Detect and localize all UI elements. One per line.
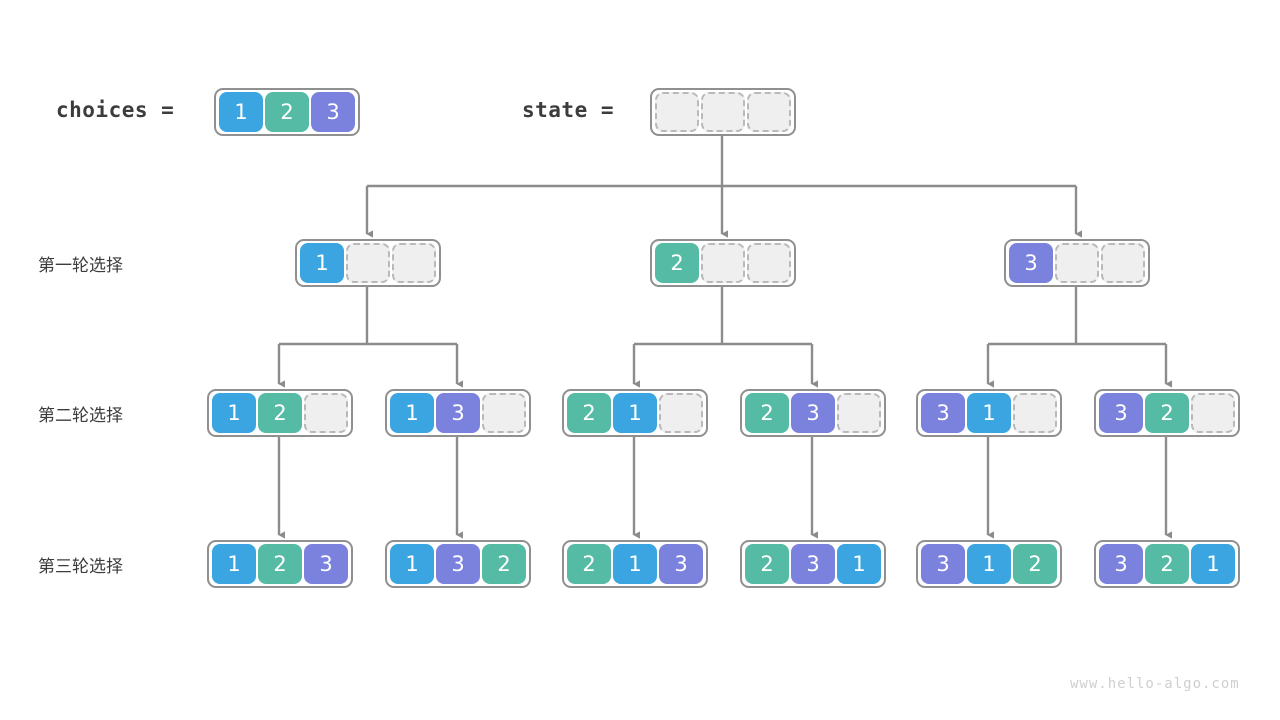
state-node-l1-1: 1 [295, 239, 441, 287]
state-node-l3-2-cell-1: 1 [390, 544, 434, 584]
choices-label: choices = [56, 98, 175, 122]
state-node-l3-4-cell-2: 2 [745, 544, 789, 584]
state-node-l3-6-cell-2: 2 [1145, 544, 1189, 584]
state-node-l2-3-cell-empty [659, 393, 703, 433]
state-node-l3-4-cell-1: 1 [837, 544, 881, 584]
state-node-l1-1-cell-empty [346, 243, 390, 283]
choices-array-cell-3: 3 [311, 92, 355, 132]
state-array-cell-empty [747, 92, 791, 132]
state-node-l3-2-cell-3: 3 [436, 544, 480, 584]
state-node-l3-5-cell-2: 2 [1013, 544, 1057, 584]
state-node-l3-1-cell-2: 2 [258, 544, 302, 584]
state-node-l2-4-cell-empty [837, 393, 881, 433]
state-node-l3-4-cell-3: 3 [791, 544, 835, 584]
choices-array-cell-1: 1 [219, 92, 263, 132]
state-array-cell-empty [701, 92, 745, 132]
state-array [650, 88, 796, 136]
state-node-l1-2-cell-empty [747, 243, 791, 283]
state-node-l3-3-cell-2: 2 [567, 544, 611, 584]
choices-array-cell-2: 2 [265, 92, 309, 132]
state-node-l1-2-cell-2: 2 [655, 243, 699, 283]
state-label: state = [522, 98, 615, 122]
state-node-l2-6-cell-empty [1191, 393, 1235, 433]
row-label-level-3: 第三轮选择 [38, 557, 123, 577]
state-node-l3-1-cell-3: 3 [304, 544, 348, 584]
state-node-l2-2-cell-1: 1 [390, 393, 434, 433]
state-node-l1-3-cell-3: 3 [1009, 243, 1053, 283]
state-node-l2-4-cell-3: 3 [791, 393, 835, 433]
state-node-l3-6-cell-3: 3 [1099, 544, 1143, 584]
state-node-l2-4-cell-2: 2 [745, 393, 789, 433]
state-node-l1-2-cell-empty [701, 243, 745, 283]
state-node-l1-3-cell-empty [1055, 243, 1099, 283]
state-node-l2-5-cell-1: 1 [967, 393, 1011, 433]
state-node-l2-2-cell-3: 3 [436, 393, 480, 433]
state-node-l2-2-cell-empty [482, 393, 526, 433]
state-node-l2-6-cell-2: 2 [1145, 393, 1189, 433]
state-node-l3-5-cell-3: 3 [921, 544, 965, 584]
state-node-l2-1-cell-2: 2 [258, 393, 302, 433]
state-node-l2-1-cell-1: 1 [212, 393, 256, 433]
state-node-l3-2-cell-2: 2 [482, 544, 526, 584]
state-node-l2-1-cell-empty [304, 393, 348, 433]
state-node-l1-3-cell-empty [1101, 243, 1145, 283]
state-node-l3-3-cell-1: 1 [613, 544, 657, 584]
state-node-l2-5-cell-empty [1013, 393, 1057, 433]
state-node-l3-5-cell-1: 1 [967, 544, 1011, 584]
state-node-l1-3: 3 [1004, 239, 1150, 287]
state-node-l3-1-cell-1: 1 [212, 544, 256, 584]
state-node-l3-3-cell-3: 3 [659, 544, 703, 584]
row-label-level-1: 第一轮选择 [38, 256, 123, 276]
state-node-l1-1-cell-1: 1 [300, 243, 344, 283]
state-node-l2-6-cell-3: 3 [1099, 393, 1143, 433]
state-node-l1-2: 2 [650, 239, 796, 287]
state-node-l3-6-cell-1: 1 [1191, 544, 1235, 584]
state-node-l2-5-cell-3: 3 [921, 393, 965, 433]
state-array-cell-empty [655, 92, 699, 132]
state-node-l2-3-cell-2: 2 [567, 393, 611, 433]
row-label-level-2: 第二轮选择 [38, 406, 123, 426]
state-node-l2-3-cell-1: 1 [613, 393, 657, 433]
state-node-l1-1-cell-empty [392, 243, 436, 283]
site-watermark: www.hello-algo.com [1070, 676, 1240, 692]
